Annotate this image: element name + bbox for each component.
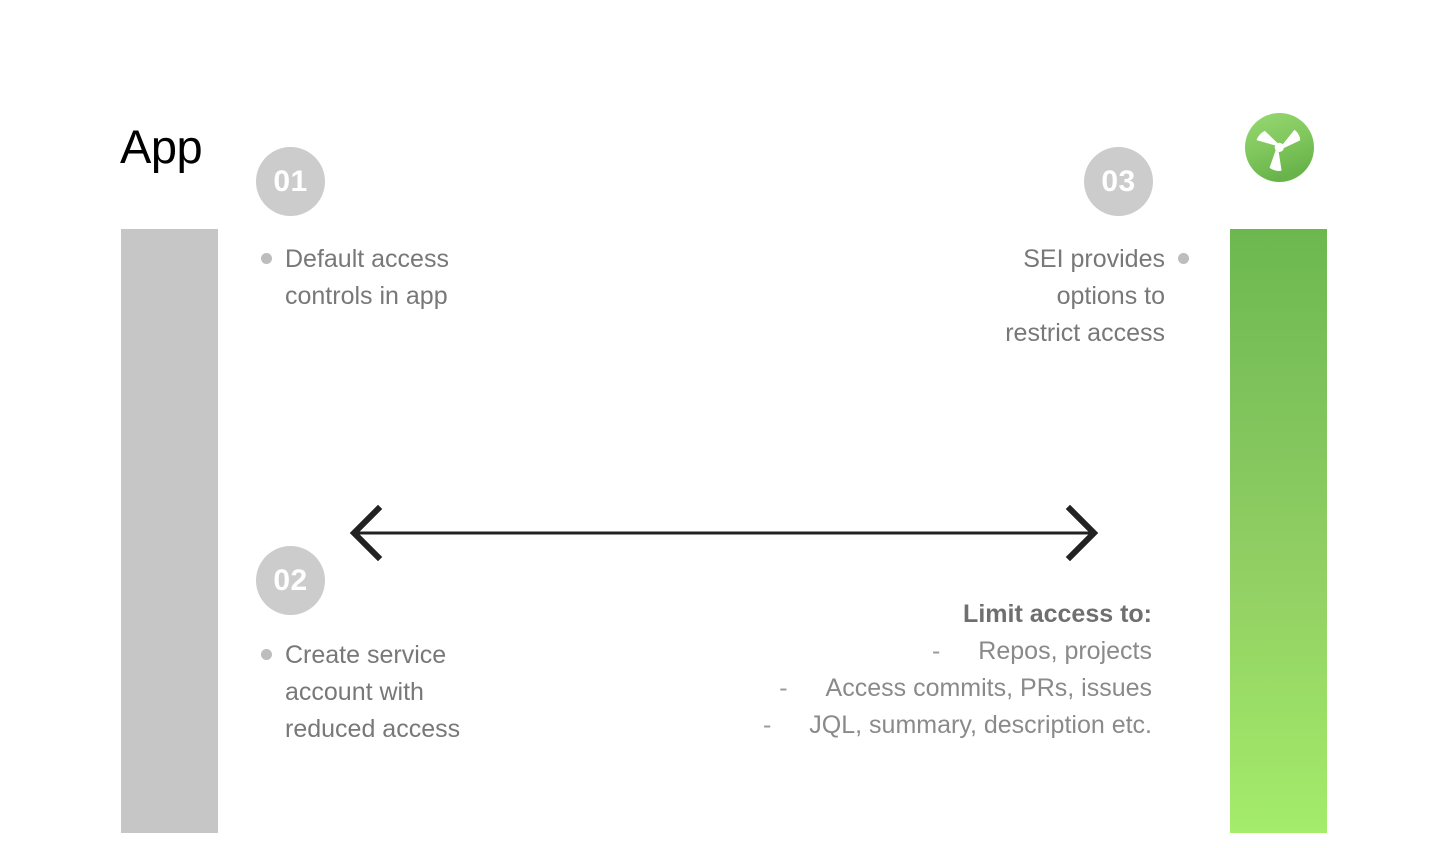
step-text-03: SEI provides options to restrict access	[849, 241, 1189, 352]
bullet-dot-icon	[1178, 252, 1189, 264]
step-text-01: Default access controls in app	[261, 241, 591, 315]
step-03-line-2: options to	[1056, 282, 1165, 310]
bullet-dot-icon	[261, 252, 272, 264]
limit-access-item-1: - Repos, projects	[612, 633, 1152, 670]
list-item-text: JQL, summary, description etc.	[809, 711, 1152, 739]
step-02-line-3: reduced access	[285, 715, 461, 743]
step-01-line-1: Default access	[261, 241, 591, 278]
sei-column-bar	[1230, 229, 1327, 833]
limit-access-item-3: - JQL, summary, description etc.	[612, 707, 1152, 744]
step-03-line-1: SEI provides	[849, 241, 1189, 278]
step-text-02: Create service account with reduced acce…	[261, 637, 591, 748]
bidirectional-arrow-icon	[348, 505, 1100, 561]
page-title: App	[120, 120, 203, 173]
turbine-logo-icon	[1244, 112, 1315, 183]
step-02-line-1: Create service	[261, 637, 591, 674]
step-badge-02: 02	[256, 546, 325, 615]
list-item-text: Access commits, PRs, issues	[825, 674, 1152, 702]
step-03-line-3: restrict access	[1005, 319, 1165, 347]
step-badge-03: 03	[1084, 147, 1153, 216]
step-badge-01: 01	[256, 147, 325, 216]
limit-access-item-2: - Access commits, PRs, issues	[612, 670, 1152, 707]
list-dash: -	[762, 711, 772, 739]
limit-access-block: Limit access to: - Repos, projects - Acc…	[612, 596, 1152, 744]
step-01-line-2: controls in app	[285, 282, 448, 310]
list-dash: -	[931, 637, 941, 665]
bullet-dot-icon	[261, 648, 272, 660]
app-column-bar	[121, 229, 218, 833]
list-item-text: Repos, projects	[978, 637, 1152, 665]
limit-access-heading: Limit access to:	[963, 600, 1152, 628]
step-02-line-2: account with	[285, 678, 424, 706]
list-dash: -	[779, 674, 788, 702]
